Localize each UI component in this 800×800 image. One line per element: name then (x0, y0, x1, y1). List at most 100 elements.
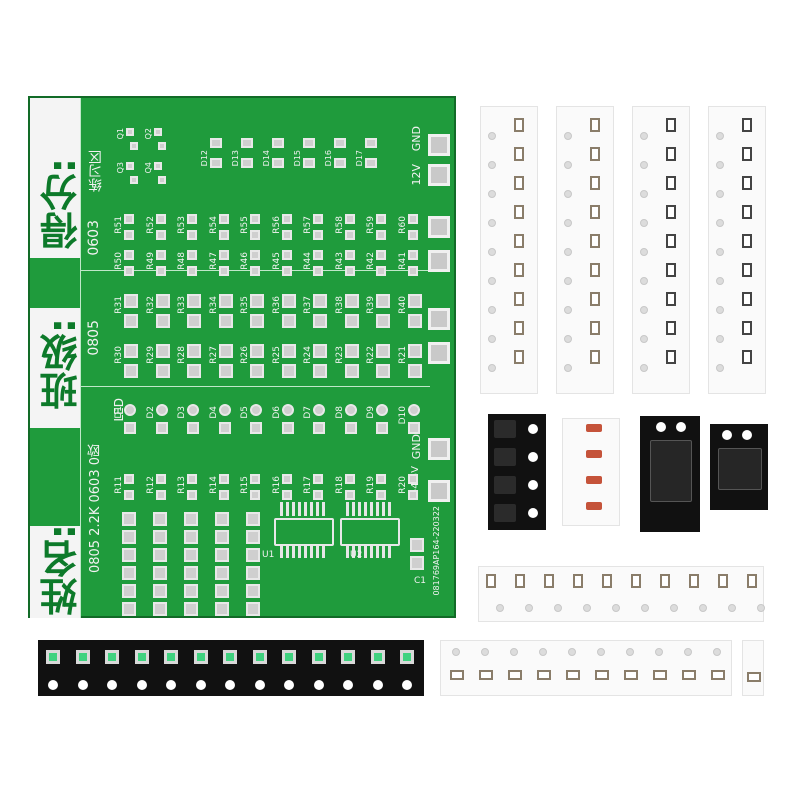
resistor-label: D8 (334, 406, 345, 419)
pad (376, 422, 388, 434)
pad (313, 214, 323, 224)
tape-hole (716, 161, 724, 169)
smd-part (742, 118, 752, 132)
pad (376, 344, 390, 358)
ic-pin (298, 502, 301, 516)
pad (158, 176, 166, 184)
resistor-label: D9 (366, 406, 376, 419)
pad (218, 294, 233, 308)
pad (153, 548, 167, 562)
transistor-part (494, 476, 516, 494)
resistor-label: R19 (366, 476, 376, 494)
component-tape-horizontal (478, 566, 764, 622)
tape-hole (699, 604, 707, 612)
practice-part-label: Q2 (144, 128, 153, 140)
transistor-part (494, 504, 516, 522)
pad (407, 230, 418, 240)
pad (376, 294, 390, 308)
smd-part (711, 670, 725, 680)
pad (250, 474, 260, 484)
label-strip-name (30, 526, 80, 618)
smd-part (514, 205, 524, 219)
tape-hole (77, 680, 88, 690)
tape-hole (564, 219, 572, 227)
pad (122, 566, 136, 580)
tape-hole (568, 648, 576, 656)
ic-pin (304, 502, 307, 516)
resistor-label: R23 (334, 346, 345, 364)
pad (407, 266, 418, 276)
tape-hole (488, 306, 496, 314)
resistor-label: R60 (397, 216, 408, 234)
pad (376, 490, 386, 500)
pad (215, 512, 229, 526)
ic-pin (364, 502, 367, 516)
transistor-part (494, 420, 516, 438)
resistor-label: R33 (177, 296, 187, 314)
pad (153, 602, 167, 616)
resistor-label: R56 (271, 216, 282, 234)
pad (187, 364, 201, 378)
pad (184, 512, 198, 526)
smd-part (682, 670, 696, 680)
resistor-label: D3 (177, 406, 187, 419)
pad (124, 314, 138, 328)
tape-hole (716, 190, 724, 198)
pad (215, 566, 229, 580)
smd-part (742, 234, 752, 248)
cap-c1-label: C1 (414, 576, 427, 586)
practice-part-label: Q4 (144, 162, 153, 174)
smd-part (514, 263, 524, 277)
ic-pin (316, 544, 319, 558)
pad (155, 230, 166, 240)
pad (187, 230, 197, 240)
resistor-label: R52 (145, 216, 156, 234)
pad (215, 584, 229, 598)
tape-hole (716, 364, 724, 372)
resistor-label: R35 (240, 296, 250, 314)
pad (407, 474, 418, 484)
smd-part (666, 176, 676, 190)
smd-part (742, 350, 752, 364)
pad (365, 138, 377, 148)
pad (281, 474, 292, 484)
practice-part-label: Q3 (116, 162, 125, 174)
gnd-mid-label: GND (410, 434, 423, 460)
tape-hole (564, 248, 572, 256)
pad (407, 250, 418, 260)
smd-part (666, 205, 676, 219)
gnd-pad-mid (428, 438, 450, 460)
resistor-label: R14 (208, 476, 219, 494)
pad (281, 250, 292, 260)
pad (124, 422, 136, 434)
pad (124, 490, 134, 500)
values-line-label: 0805 2.2K 0603 0欧 (88, 444, 103, 574)
resistor-label: R22 (366, 346, 376, 364)
resistor-label: R29 (145, 346, 156, 364)
tape-hole (107, 680, 117, 690)
ic-pin (388, 544, 391, 558)
ic-chip-soic (650, 440, 692, 502)
pad (281, 314, 296, 328)
tape-hole (528, 452, 538, 462)
tape-hole (343, 680, 353, 690)
pad (155, 344, 170, 358)
pad (313, 266, 323, 276)
pad (344, 474, 355, 484)
pad (187, 422, 199, 434)
tape-hole (640, 277, 648, 285)
pad (155, 250, 166, 260)
tape-hole (402, 680, 412, 690)
pad (407, 490, 418, 500)
test-pad (428, 250, 450, 272)
smd-part (742, 147, 752, 161)
resistor-label: R42 (366, 252, 376, 270)
tape-hole (716, 335, 724, 343)
pad (124, 250, 134, 260)
pcb-board: 得分: 班级: 姓名: 练习区 0603 0805 0805 2.2K 0603… (28, 96, 456, 618)
pad (246, 584, 260, 598)
pad (124, 474, 134, 484)
tape-hole (488, 364, 496, 372)
resistor-label: R27 (208, 346, 219, 364)
tape-hole (166, 680, 176, 690)
